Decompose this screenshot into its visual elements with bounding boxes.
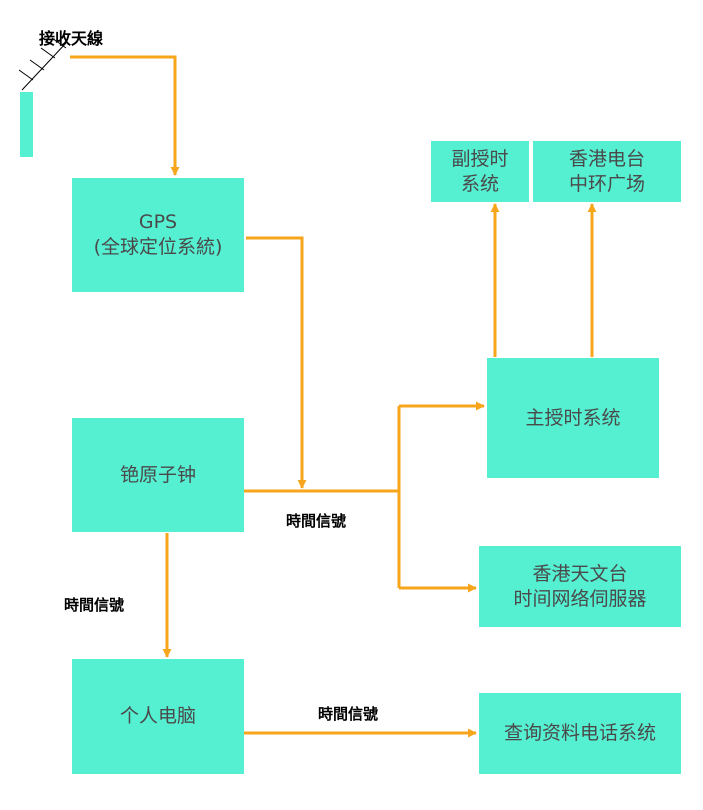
ntp-server-line1: 香港天文台 (532, 562, 628, 585)
edge-label-pc-to-phone: 時間信號 (318, 705, 379, 723)
antenna-icon (18, 37, 67, 157)
gps-to-junction-arrow (246, 236, 307, 489)
edge-label-clock-to-right: 時間信號 (286, 512, 347, 530)
phone-system-node: 查询资料电话系统 (479, 693, 681, 774)
main-timing-node: 主授时系统 (487, 358, 659, 478)
ntp-server-line2: 时间网络伺服器 (513, 587, 647, 610)
gps-title: GPS (138, 211, 178, 233)
pc-node: 个人电脑 (72, 659, 244, 774)
sub-timing-line1: 副授时 (451, 147, 509, 170)
cesium-clock-node: 铯原子钟 (72, 418, 244, 532)
ntp-server-node: 香港天文台 时间网络伺服器 (479, 546, 681, 627)
main-timing-label: 主授时系统 (525, 406, 621, 429)
pc-label: 个人电脑 (119, 705, 196, 727)
gps-node: GPS (全球定位系統) (72, 178, 244, 292)
phone-system-label: 查询资料电话系统 (503, 722, 656, 744)
antenna-label: 接收天線 (39, 29, 104, 48)
gps-subtitle: (全球定位系統) (93, 236, 223, 258)
edge-label-clock-to-pc: 時間信號 (64, 596, 125, 614)
antenna-to-gps-arrow (70, 55, 180, 176)
cesium-clock-label: 铯原子钟 (119, 463, 196, 486)
sub-timing-node: 副授时 系统 (431, 141, 529, 202)
ifc-line2: 中环广场 (568, 172, 645, 195)
ifc-node: 香港电台 中环广场 (533, 141, 681, 202)
ifc-line1: 香港电台 (568, 147, 645, 170)
sub-timing-line2: 系统 (460, 172, 499, 195)
